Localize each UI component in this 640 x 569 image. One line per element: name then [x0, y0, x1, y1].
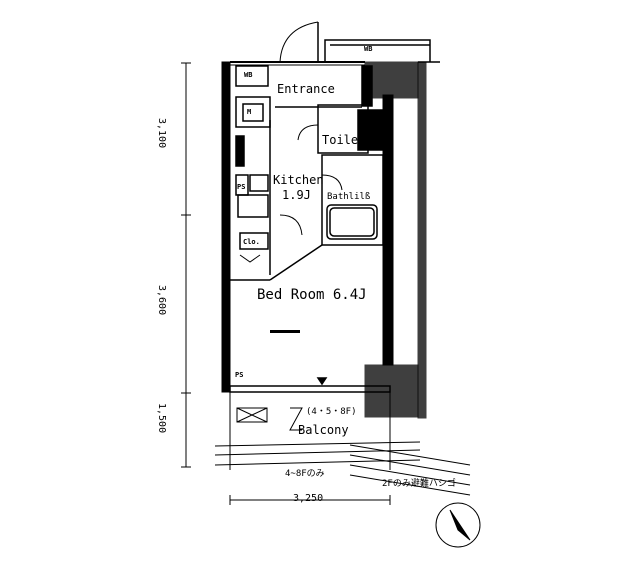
kitchen-label: Kitchen	[273, 173, 324, 187]
m-label: M	[247, 108, 252, 116]
interior-walls	[229, 65, 391, 393]
bathroom-label: Bathlilß	[327, 192, 371, 202]
dimension-upper: 3,100	[156, 118, 167, 149]
balcony-area	[214, 392, 471, 496]
outer-walls	[221, 61, 427, 419]
dimension-width: 3,250	[293, 493, 324, 504]
entrance-label: Entrance	[277, 82, 335, 96]
wb-top-label: WB	[364, 45, 373, 53]
dimension-lower: 1,500	[156, 403, 167, 434]
balcony-label: Balcony	[298, 423, 349, 437]
kitchen-size-label: 1.9J	[282, 188, 311, 202]
floors-only-note: 4~8Fのみ	[285, 469, 325, 479]
toilet-label: Toilet	[322, 133, 366, 147]
balcony-floors-note: (4・5・8F)	[306, 407, 357, 417]
wb-left-label: WB	[244, 71, 253, 79]
door-swings	[239, 124, 343, 263]
ps-kitchen-label: PS	[237, 183, 246, 191]
dimension-lines	[181, 62, 391, 505]
top-wb-box	[324, 39, 440, 63]
dimension-middle: 3,600	[156, 285, 167, 316]
compass-icon	[435, 502, 481, 548]
ps-bedroom-label: PS	[235, 371, 244, 379]
closet-label: Clo.	[243, 238, 260, 246]
escape-ladder-note: 2Fのみ避難ハシゴ	[382, 479, 456, 489]
floor-marker	[270, 330, 300, 333]
entrance-door	[279, 21, 319, 63]
bedroom-label: Bed Room 6.4J	[257, 287, 367, 303]
